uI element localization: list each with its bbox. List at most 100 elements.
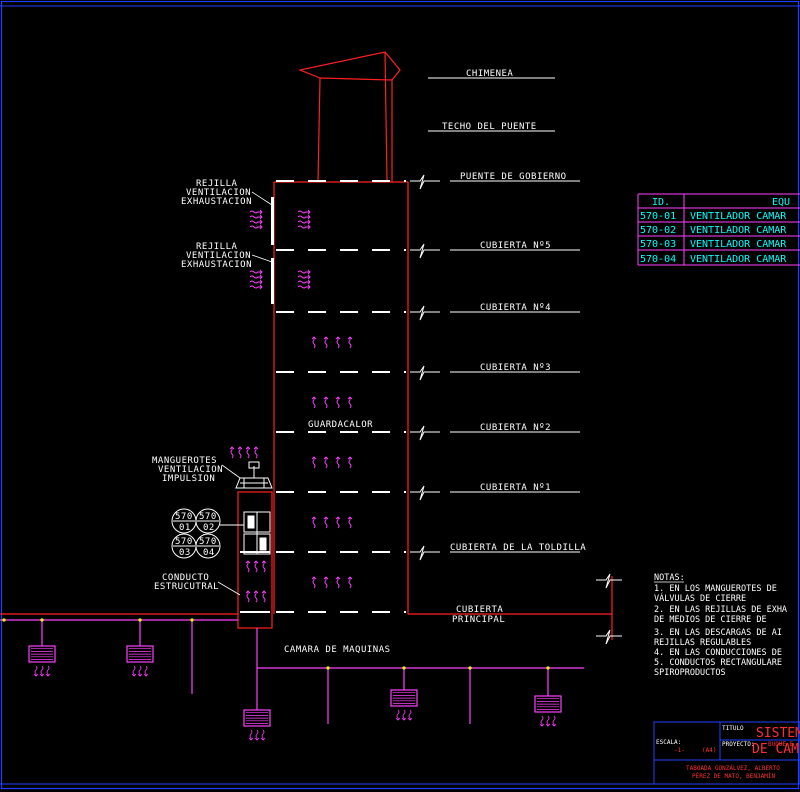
fan-id-1-top: 570 — [175, 512, 193, 522]
table-cell-desc-4: VENTILADOR CAMAR — [690, 254, 787, 265]
titulo-label: TITULO — [722, 725, 744, 732]
rejilla-1-line-1: REJILLA — [196, 179, 238, 189]
diffuser-2 — [126, 645, 154, 677]
proyecto-label: PROYECTO: — [722, 741, 755, 748]
label-cubierta-1: CUBIERTA Nº1 — [480, 483, 551, 493]
airflow-arrow — [245, 560, 251, 573]
airflow-arrow — [335, 456, 341, 469]
airflow-arrow — [347, 336, 353, 349]
note-line-8: 5. CONDUCTOS RECTANGULARE — [654, 658, 782, 668]
airflow-arrow — [249, 224, 263, 230]
conducto-leader — [217, 581, 241, 596]
label-camara: CAMARA DE MAQUINAS — [284, 645, 391, 655]
exhaust-arrows-outside-upper — [249, 209, 263, 230]
escala-label: ESCALA: — [656, 739, 681, 746]
fan-id-labels: 570 01 570 02 570 03 570 04 — [175, 512, 217, 558]
fan-id-1-bottom: 01 — [179, 523, 191, 533]
airflow-arrow — [311, 576, 317, 589]
airflow-arrow — [229, 446, 235, 459]
rejilla-1-line-3: EXHAUSTACION — [181, 197, 252, 207]
label-chimenea: CHIMENEA — [466, 69, 513, 79]
airflow-arrow — [323, 516, 329, 529]
supply-trunk-decks — [240, 551, 270, 613]
table-cell-desc-1: VENTILADOR CAMAR — [690, 211, 787, 222]
airflow-arrow — [297, 284, 311, 290]
superstructure — [273, 181, 409, 614]
table-header-id: ID. — [652, 197, 670, 208]
airflow-arrow — [261, 590, 267, 603]
label-underlines — [428, 77, 580, 553]
label-cubierta-4: CUBIERTA Nº4 — [480, 303, 551, 313]
airflow-arrow — [323, 576, 329, 589]
note-line-1: 1. EN LOS MANGUEROTES DE — [654, 584, 777, 594]
supply-trunk — [237, 491, 273, 629]
airflow-arrow — [347, 576, 353, 589]
table-cell-desc-2: VENTILADOR CAMAR — [690, 225, 787, 236]
conducto-line-1: CONDUCTO — [162, 573, 209, 583]
exhaust-grills — [271, 197, 274, 304]
note-line-5: 3. EN LAS DESCARGAS DE AI — [654, 628, 782, 638]
fan-id-circles — [171, 508, 244, 559]
label-principal-1: CUBIERTA — [456, 605, 503, 615]
label-puente-gobierno: PUENTE DE GOBIERNO — [460, 172, 567, 182]
casing-arrows-1 — [311, 336, 353, 349]
table-cell-desc-3: VENTILADOR CAMAR — [690, 239, 787, 250]
duct-junctions — [2, 618, 550, 670]
casing-arrows-3 — [311, 456, 353, 469]
fan-id-2-top: 570 — [199, 512, 217, 522]
fan-id-3-bottom: 03 — [179, 548, 191, 558]
label-cubierta-5: CUBIERTA Nº5 — [480, 241, 551, 251]
casing-arrows-4 — [311, 516, 353, 529]
manguerotes-line-2: VENTILACION — [158, 465, 223, 475]
break-markers — [410, 174, 440, 561]
exhaust-arrows-inside-upper — [297, 209, 311, 230]
airflow-arrow — [297, 214, 311, 220]
airflow-arrow — [323, 456, 329, 469]
airflow-arrow — [297, 274, 311, 280]
exhaust-arrows-inside-lower — [297, 269, 311, 290]
fan-id-3-top: 570 — [175, 537, 193, 547]
diffuser-4 — [390, 689, 418, 721]
note-line-7: 4. EN LAS CONDUCCIONES DE — [654, 648, 782, 658]
rejilla-2-line-2: VENTILACION — [186, 251, 251, 261]
sheet-size: (A4) — [702, 747, 716, 754]
title-block: TITULO SISTEMA DE CAM ESCALA: -1- (A4) P… — [653, 721, 800, 785]
diffuser-5 — [534, 695, 562, 727]
label-cubierta-2: CUBIERTA Nº2 — [480, 423, 551, 433]
table-cell-id-4: 570-04 — [640, 254, 676, 265]
airflow-arrow — [335, 576, 341, 589]
airflow-arrow — [347, 396, 353, 409]
airflow-arrow — [297, 209, 311, 215]
airflow-arrow — [249, 219, 263, 225]
airflow-arrow — [323, 336, 329, 349]
label-guardacalor: GUARDACALOR — [308, 420, 373, 430]
exhaust-arrows-outside-lower — [249, 269, 263, 290]
author-1: TABOADA GONZÁLVEZ, ALBERTO — [686, 765, 780, 772]
trunk-arrows-lower — [245, 560, 267, 573]
table-cell-id-2: 570-02 — [640, 225, 676, 236]
airflow-arrow — [253, 590, 259, 603]
airflow-arrow — [311, 516, 317, 529]
diffuser-3 — [243, 709, 271, 741]
airflow-arrow — [249, 274, 263, 280]
fan-id-4-bottom: 04 — [203, 548, 215, 558]
air-diffusers — [28, 645, 562, 741]
title-line-2: DE CAM — [752, 742, 799, 757]
label-principal-2: PRINCIPAL — [452, 615, 505, 625]
vent-intake-arrows — [229, 446, 259, 459]
airflow-arrow — [297, 219, 311, 225]
title-line-1: SISTEMA — [756, 726, 800, 741]
fan-id-4-top: 570 — [199, 537, 217, 547]
airflow-arrow — [253, 560, 259, 573]
manguerotes-leader — [221, 464, 241, 479]
airflow-arrow — [245, 446, 251, 459]
manguerotes-line-3: IMPULSION — [162, 474, 215, 484]
airflow-arrow — [335, 336, 341, 349]
airflow-arrow — [297, 269, 311, 275]
trunk-arrows-bottom — [245, 590, 267, 603]
label-cubierta-3: CUBIERTA Nº3 — [480, 363, 551, 373]
table-cell-id-3: 570-03 — [640, 239, 676, 250]
main-deck-break — [596, 573, 622, 645]
fan-id-2-bottom: 02 — [203, 523, 215, 533]
